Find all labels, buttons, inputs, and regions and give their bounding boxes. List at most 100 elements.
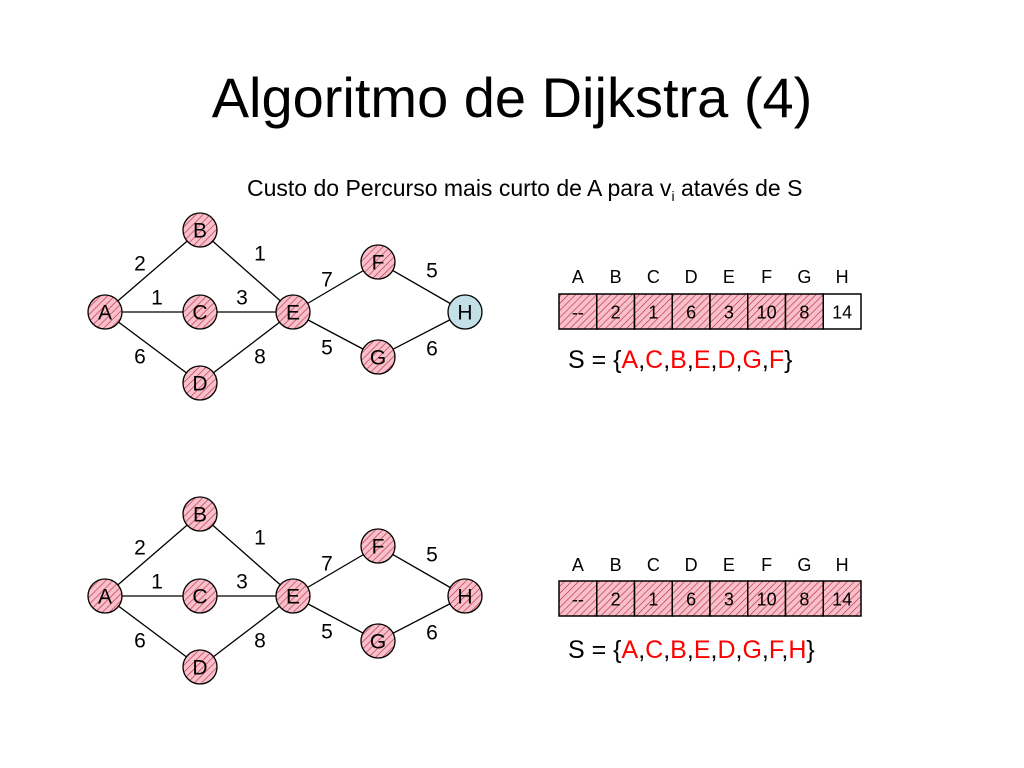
node-h [447,578,483,614]
table-cost-value: 3 [724,590,734,610]
set-member: B [670,636,687,664]
edge-weight-label: 6 [426,338,438,361]
edge-weight-label: 6 [426,622,438,645]
table-header-cell: C [647,267,660,287]
table-cell [596,293,636,330]
set-prefix: S = { [568,636,622,664]
diagram-subtitle: Custo do Percurso mais curto de A para v… [247,173,802,203]
table-cell [822,293,862,330]
node-h [447,294,483,330]
set-member: E [693,346,711,374]
table-header-cell: D [685,267,698,287]
table-cost-value: 8 [799,303,809,323]
edge-weight-label: 5 [426,544,438,567]
edge-a-d [104,311,201,384]
set-member: F [768,346,785,374]
edge-d-e [199,595,294,668]
edge-weight-label: 8 [254,346,266,369]
table-cost-value: 3 [724,303,734,323]
edge-weight-label: 3 [236,571,248,594]
node-label: A [98,586,112,609]
node-label: H [457,586,472,609]
table-header-cell: H [836,555,849,575]
table-cell [633,580,673,617]
node-label: B [193,504,207,527]
edge-weight-label: 1 [151,571,163,594]
edge-weight-label: 7 [321,269,333,292]
table-cell [671,293,711,330]
set-separator: , [663,636,671,664]
table-cost-value: 6 [686,590,696,610]
node-label: D [192,373,207,396]
node-label: F [372,536,385,559]
edge-b-e [199,229,294,313]
node-a [87,578,123,614]
edge-weight-label: 5 [426,260,438,283]
page-title: Algoritmo de Dijkstra (4) [211,66,813,129]
set-separator: , [761,346,769,374]
table-cell [671,580,711,617]
edge-weight-label: 7 [321,553,333,576]
set-member: A [621,636,639,664]
node-label: C [192,586,207,609]
set-separator: , [710,636,718,664]
node-label: H [457,302,472,325]
set-s-step-2: S = {A,C,B,E,D,G,F,H} [568,635,815,665]
node-label: A [98,302,112,325]
node-label: D [192,657,207,680]
set-suffix: } [784,346,793,374]
node-d [182,649,218,685]
set-separator: , [686,636,694,664]
table-header-cell: D [685,555,698,575]
edge-a-b [104,513,201,597]
node-label: E [286,302,300,325]
set-member: G [742,636,762,664]
table-cost-value: 10 [757,590,777,610]
table-cost-value: 1 [648,303,658,323]
table-cell [784,580,824,617]
node-f [360,528,396,564]
edge-weight-label: 2 [134,253,146,276]
edge-weight-label: 5 [321,621,333,644]
edge-weight-label: 5 [321,337,333,360]
edge-weight-label: 2 [134,537,146,560]
edge-a-d [104,595,201,668]
node-e [275,294,311,330]
table-cell [596,580,636,617]
node-b [182,496,218,532]
node-label: G [370,347,386,370]
table-cell [747,580,787,617]
table-cost-value: -- [572,303,584,323]
table-header-cell: B [610,555,622,575]
table-header-cell: G [797,555,811,575]
edge-d-e [199,311,294,384]
set-member: D [717,346,736,374]
edge-b-e [199,513,294,597]
set-member: E [693,636,711,664]
table-cell [709,580,749,617]
table-header-cell: A [572,555,584,575]
node-label: E [286,586,300,609]
node-e [275,578,311,614]
node-c [182,294,218,330]
edge-weight-label: 6 [134,630,146,653]
table-cell [822,580,862,617]
set-separator: , [781,636,789,664]
node-label: C [192,302,207,325]
node-c [182,578,218,614]
table-cell [747,293,787,330]
subtitle-suffix: atavés de S [674,175,803,201]
set-member: F [768,636,782,664]
set-separator: , [761,636,769,664]
set-member: A [621,346,639,374]
node-label: B [193,220,207,243]
table-cost-value: -- [572,590,584,610]
edge-weight-label: 8 [254,630,266,653]
set-member: B [670,346,687,374]
node-label: G [370,631,386,654]
set-member: D [717,636,736,664]
